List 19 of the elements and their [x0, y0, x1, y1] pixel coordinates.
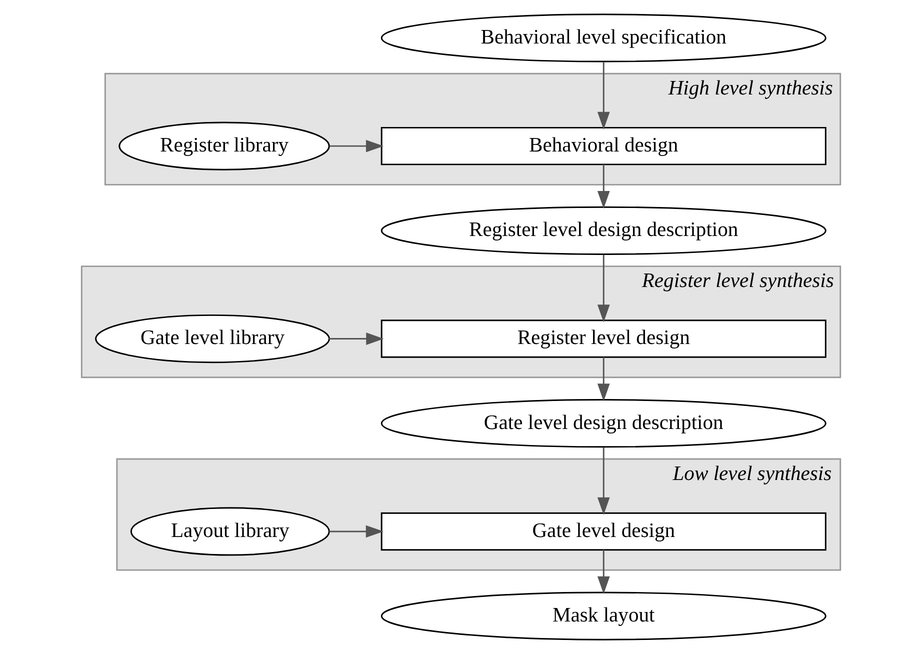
arrow	[328, 332, 384, 345]
node-ellipse: Register level design description	[380, 206, 826, 255]
arrow	[596, 357, 610, 402]
node-box: Gate level design	[380, 512, 826, 551]
node-ellipse: Layout library	[130, 507, 330, 556]
arrow	[596, 164, 610, 209]
node-ellipse: Behavioral level specification	[380, 14, 826, 62]
arrow	[596, 550, 610, 594]
arrow	[328, 140, 384, 152]
node-box: Behavioral design	[380, 126, 826, 166]
arrow	[596, 448, 610, 515]
arrow	[596, 254, 610, 322]
node-ellipse: Register library	[118, 122, 330, 170]
node-ellipse: Mask layout	[380, 592, 826, 640]
node-ellipse: Gate level library	[94, 314, 330, 364]
node-box: Register level design	[380, 320, 826, 358]
arrow	[596, 62, 610, 130]
arrow	[328, 525, 384, 538]
node-ellipse: Gate level design description	[380, 399, 826, 448]
